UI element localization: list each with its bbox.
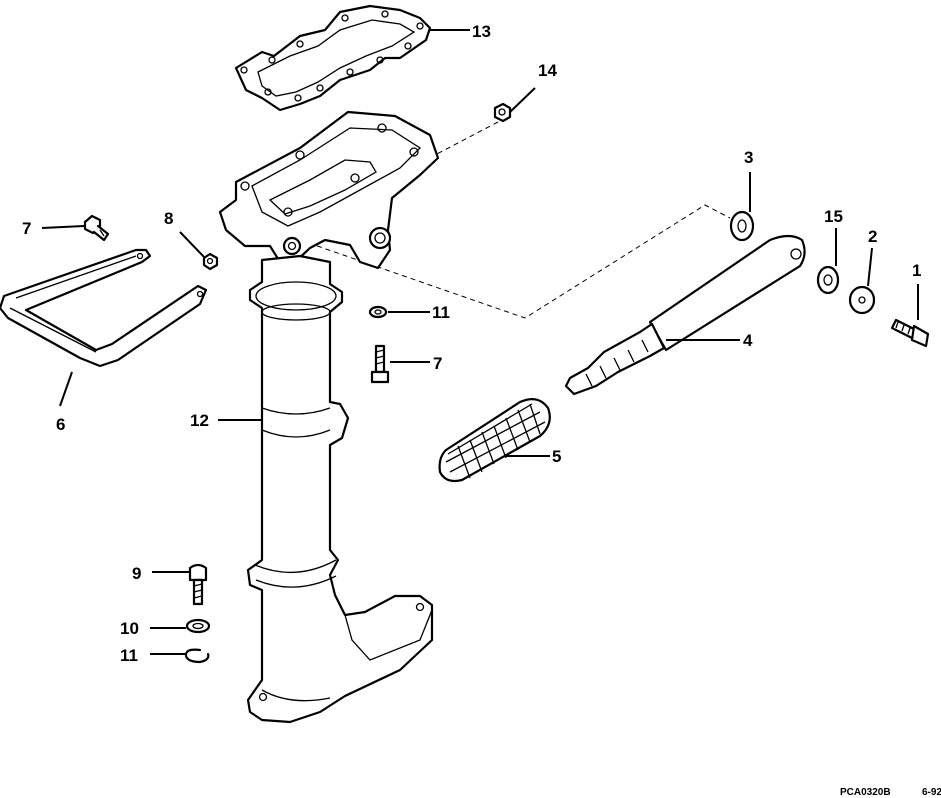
exhaust-housing-adapter bbox=[218, 110, 440, 270]
callout-5: 5 bbox=[552, 447, 561, 466]
nut-8 bbox=[202, 252, 219, 271]
exhaust-tube bbox=[246, 254, 434, 724]
screw-7-lower bbox=[370, 344, 390, 384]
callout-12: 12 bbox=[190, 411, 209, 430]
callout-13: 13 bbox=[472, 22, 491, 41]
washer-10 bbox=[185, 618, 211, 634]
drawing-code: PCA0320B bbox=[840, 787, 891, 798]
tiller-grip bbox=[438, 397, 551, 483]
tiller-arm bbox=[564, 234, 806, 396]
callout-1: 1 bbox=[912, 261, 921, 280]
leader-lines bbox=[41, 29, 919, 655]
lockwasher-11-lower bbox=[184, 648, 210, 664]
washer-15 bbox=[816, 265, 840, 295]
handle-bracket bbox=[0, 248, 208, 368]
screw-7-upper bbox=[83, 214, 110, 242]
callout-15: 15 bbox=[824, 207, 843, 226]
spacer-3 bbox=[729, 210, 755, 242]
callout-6: 6 bbox=[56, 415, 65, 434]
washer-2 bbox=[848, 285, 876, 315]
lockwasher-11-upper bbox=[368, 305, 388, 319]
callout-4: 4 bbox=[743, 331, 753, 350]
gasket bbox=[234, 4, 432, 112]
callout-7-lower: 7 bbox=[433, 354, 442, 373]
callout-7-upper: 7 bbox=[22, 219, 31, 238]
date-code: 6-92 bbox=[922, 787, 941, 798]
assembly-centerline bbox=[299, 204, 731, 319]
callout-3: 3 bbox=[744, 148, 753, 167]
callout-2: 2 bbox=[868, 227, 877, 246]
callout-10: 10 bbox=[120, 619, 139, 638]
callout-11-lower: 11 bbox=[120, 646, 138, 665]
bolt-1 bbox=[890, 318, 930, 348]
callout-9: 9 bbox=[132, 564, 141, 583]
screw-9 bbox=[188, 563, 208, 606]
callout-8: 8 bbox=[164, 209, 173, 228]
nut-14 bbox=[493, 102, 512, 123]
callout-11-upper: 11 bbox=[432, 303, 450, 322]
callout-14: 14 bbox=[538, 61, 557, 80]
